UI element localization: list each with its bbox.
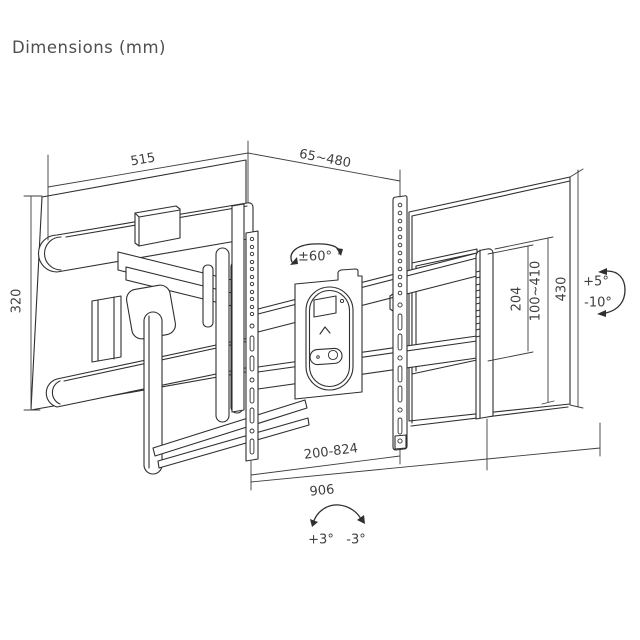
dim-label-200-824: 200-824 — [303, 441, 359, 463]
link-pin — [202, 264, 214, 328]
page-title: Dimensions (mm) — [12, 38, 166, 57]
vesa-rail-left-back — [231, 203, 245, 413]
dim-line-906 — [250, 447, 601, 483]
angle-label-swivel: ±60° — [298, 250, 332, 265]
pivot-pin — [215, 247, 230, 423]
dimension-annotations — [23, 140, 601, 491]
panel-clamp — [91, 295, 122, 363]
dimension-labels: 515 65~480 320 204 100~410 430 200-824 9… — [10, 147, 612, 548]
level-arc — [310, 504, 365, 527]
vesa-rail-right — [389, 195, 408, 451]
bracket-window — [313, 295, 337, 318]
dim-label-906: 906 — [309, 482, 335, 499]
angle-label-tilt-up: +5° — [583, 275, 609, 290]
rail-holes-right — [397, 202, 403, 444]
angle-label-level-right: -3° — [346, 533, 365, 548]
tilt-arc — [597, 268, 626, 317]
dim-label-204: 204 — [510, 287, 525, 312]
angle-label-tilt-down: -10° — [584, 296, 612, 311]
dim-line-65-480 — [247, 152, 401, 182]
dim-label-320: 320 — [10, 289, 25, 314]
wall-bracket-strip — [475, 248, 494, 471]
tv-bracket-assembly — [30, 159, 310, 475]
up-arrow-icon — [319, 326, 331, 335]
dim-line-200-824 — [250, 455, 401, 476]
dim-label-515: 515 — [129, 151, 156, 170]
rail-holes-left — [249, 236, 255, 455]
dim-line-515 — [47, 152, 249, 188]
swivel-arc — [290, 243, 343, 265]
dim-label-430: 430 — [555, 277, 570, 302]
dim-label-100-410: 100~410 — [529, 261, 544, 322]
swivel-bracket — [294, 268, 363, 400]
angle-label-level-left: +3° — [308, 533, 334, 548]
